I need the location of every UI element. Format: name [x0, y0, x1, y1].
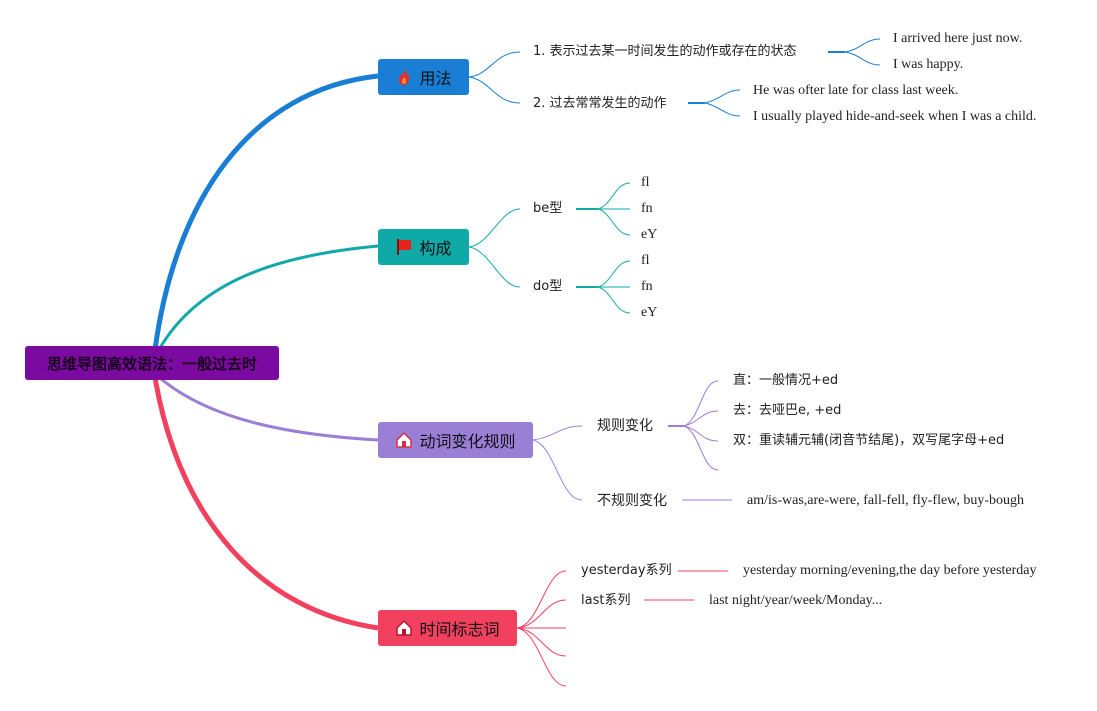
form-child[interactable]: fn	[641, 201, 653, 216]
house-icon	[396, 431, 413, 448]
rules-regular-child[interactable]: 去：去哑巴e, +ed	[733, 403, 842, 418]
connector-root-form	[158, 244, 379, 349]
rules-regular-child[interactable]: 双：重读辅元辅(闭音节结尾)，双写尾字母+ed	[733, 433, 1005, 448]
usage-example[interactable]: He was ofter late for class last week.	[753, 83, 959, 98]
usage-example[interactable]: I arrived here just now.	[893, 31, 1023, 46]
root-node[interactable]: 思维导图高效语法：一般过去时	[25, 346, 279, 380]
branch-form-label: 构成	[419, 239, 452, 258]
form-child[interactable]: fl	[641, 253, 650, 268]
fire-icon	[399, 69, 410, 85]
connector-form-be	[468, 208, 521, 248]
rules-regular[interactable]: 规则变化	[597, 418, 653, 434]
branch-time-label: 时间标志词	[419, 620, 500, 639]
usage-example[interactable]: I usually played hide-and-seek when I wa…	[753, 109, 1037, 124]
flag-icon	[397, 239, 412, 255]
rules-regular-child[interactable]: 直：一般情况+ed	[733, 373, 839, 388]
connector-root-usage	[152, 73, 379, 351]
connector-usage-1b	[844, 51, 881, 66]
usage-item-1[interactable]: 1. 表示过去某一时间发生的动作或存在的状态	[533, 44, 797, 59]
form-child[interactable]: eY	[641, 305, 658, 320]
connector-usage-1	[468, 51, 521, 78]
rules-irregular-detail[interactable]: am/is-was,are-were, fall-fell, fly-flew,…	[747, 493, 1025, 508]
connector-form-do	[468, 246, 521, 288]
branch-usage[interactable]: 用法	[378, 59, 469, 95]
rules-irregular[interactable]: 不规则变化	[597, 493, 667, 509]
form-child[interactable]: fl	[641, 175, 650, 190]
form-item-be[interactable]: be型	[533, 201, 563, 216]
connector-usage-2a	[704, 89, 741, 104]
branch-time[interactable]: 时间标志词	[378, 610, 517, 646]
house-icon	[396, 619, 413, 636]
usage-example[interactable]: I was happy.	[893, 57, 964, 72]
branch-rules[interactable]: 动词变化规则	[378, 422, 533, 458]
connector-usage-2	[468, 76, 521, 104]
connector-rules-regular	[532, 425, 583, 441]
connector-usage-2b	[704, 102, 741, 117]
time-yesterday-detail[interactable]: yesterday morning/evening,the day before…	[743, 563, 1037, 578]
connector-root-rules	[159, 376, 379, 442]
form-child[interactable]: eY	[641, 227, 658, 242]
time-yesterday[interactable]: yesterday系列	[581, 563, 672, 578]
connector-usage-1a	[844, 38, 881, 53]
time-last-detail[interactable]: last night/year/week/Monday...	[709, 593, 883, 608]
form-item-do[interactable]: do型	[533, 279, 563, 294]
form-child[interactable]: fn	[641, 279, 653, 294]
connector-rules-irregular	[532, 439, 583, 501]
root-label: 思维导图高效语法：一般过去时	[46, 354, 257, 373]
branch-rules-label: 动词变化规则	[419, 432, 516, 451]
branch-form[interactable]: 构成	[378, 229, 469, 265]
usage-item-2[interactable]: 2. 过去常常发生的动作	[533, 96, 667, 111]
time-last[interactable]: last系列	[581, 593, 631, 608]
connector-root-time	[152, 377, 379, 631]
branch-usage-label: 用法	[419, 69, 452, 88]
